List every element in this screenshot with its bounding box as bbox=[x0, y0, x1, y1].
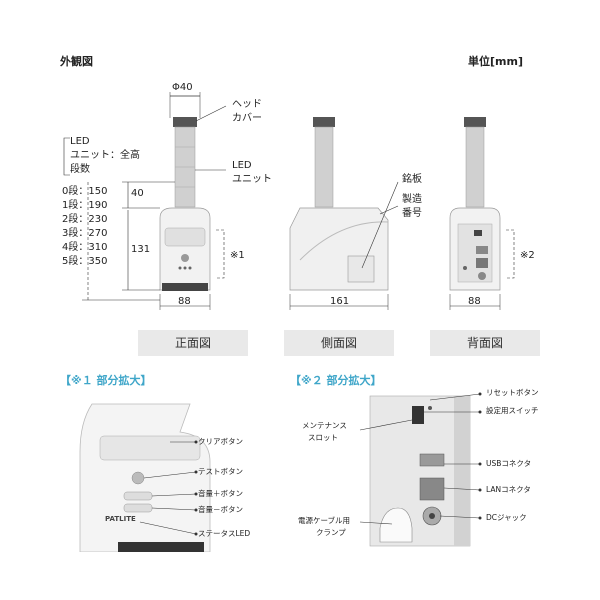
back-led-stack bbox=[465, 126, 485, 208]
detail2-title: 【※２ 部分拡大】 bbox=[290, 374, 382, 387]
detail1-title: 【※１ 部分拡大】 bbox=[60, 374, 152, 387]
spec-header-2: ユニット：全高 bbox=[70, 150, 140, 161]
status-led-label: ステータスLED bbox=[198, 529, 251, 538]
front-view-label: 正面図 bbox=[138, 330, 248, 356]
patlite-logo: PATLITE bbox=[105, 515, 136, 523]
back-view-label: 背面図 bbox=[430, 330, 540, 356]
note-1: ※1 bbox=[230, 250, 245, 261]
detail2-drawing bbox=[369, 395, 471, 547]
nameplate-label: 銘板 bbox=[402, 174, 422, 185]
spec-header-1: LED bbox=[70, 136, 90, 147]
back-width: 88 bbox=[468, 296, 481, 307]
spec-row-5: 5段：350 bbox=[62, 256, 108, 267]
spec-row-0: 0段：150 bbox=[62, 186, 108, 197]
head-cover-label-1: ヘッド bbox=[232, 99, 262, 110]
detail1-drawing bbox=[79, 403, 211, 552]
volume-up-label: 音量＋ボタン bbox=[198, 489, 243, 498]
serial-label-1: 製造 bbox=[402, 194, 422, 205]
dc-jack-label: DCジャック bbox=[486, 513, 527, 522]
front-body bbox=[159, 207, 211, 291]
nameplate bbox=[347, 255, 375, 283]
led-unit-label-1: LED bbox=[232, 160, 252, 171]
lan-connector-label: LANコネクタ bbox=[486, 485, 531, 494]
cable-clamp-label-2: クランプ bbox=[316, 528, 346, 537]
head-cover bbox=[173, 117, 197, 127]
cable-clamp-label-1: 電源ケーブル用 bbox=[298, 516, 351, 525]
side-led-stack bbox=[314, 126, 334, 208]
test-button-label: テストボタン bbox=[198, 467, 243, 476]
spec-row-4: 4段：310 bbox=[62, 242, 108, 253]
page-title: 外観図 bbox=[60, 55, 93, 68]
maintenance-slot-label-1: メンテナンス bbox=[302, 421, 347, 430]
reset-button-label: リセットボタン bbox=[486, 388, 539, 397]
head-cover-label-2: カバー bbox=[232, 113, 262, 124]
usb-connector-label: USBコネクタ bbox=[486, 459, 532, 468]
dim-40: 40 bbox=[131, 188, 144, 199]
front-view-drawing bbox=[63, 92, 515, 310]
volume-down-label: 音量－ボタン bbox=[198, 505, 243, 514]
led-unit-label-2: ユニット bbox=[232, 174, 272, 185]
spec-header-3: 段数 bbox=[70, 164, 90, 175]
front-width: 88 bbox=[178, 296, 191, 307]
serial-label-2: 番号 bbox=[402, 208, 422, 219]
setting-switch-label: 設定用スイッチ bbox=[486, 406, 539, 415]
spec-row-3: 3段：270 bbox=[62, 228, 108, 239]
note-2: ※2 bbox=[520, 250, 535, 261]
detail2-leaders bbox=[359, 392, 482, 525]
spec-row-1: 1段：190 bbox=[62, 200, 108, 211]
diameter-label: Φ40 bbox=[172, 82, 193, 93]
maintenance-slot-label-2: スロット bbox=[308, 433, 338, 442]
spec-row-2: 2段：230 bbox=[62, 214, 108, 225]
dim-131: 131 bbox=[131, 244, 151, 255]
side-width: 161 bbox=[330, 296, 350, 307]
unit-label: 単位[mm] bbox=[468, 55, 523, 68]
clear-button-label: クリアボタン bbox=[198, 437, 243, 446]
side-view-label: 側面図 bbox=[284, 330, 394, 356]
